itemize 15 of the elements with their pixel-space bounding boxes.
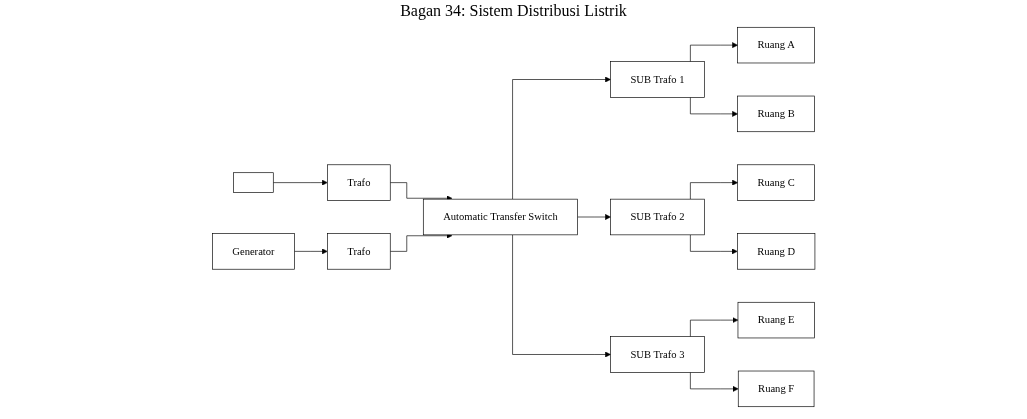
- node-box: Trafo: [326, 164, 391, 201]
- node-box: SUB Trafo 1: [610, 61, 705, 98]
- node-box: Ruang A: [737, 26, 815, 64]
- node-box: SUB Trafo 3: [610, 336, 705, 373]
- node-box: Ruang E: [737, 301, 815, 339]
- node-box: Automatic Transfer Switch: [422, 198, 578, 236]
- diagram-title: Bagan 34: Sistem Distribusi Listrik: [399, 2, 628, 20]
- node-box: Ruang F: [737, 370, 815, 408]
- node-box: [233, 172, 274, 193]
- node-box: Ruang D: [736, 233, 816, 270]
- node-box: Trafo: [326, 233, 391, 270]
- node-box: SUB Trafo 2: [610, 198, 705, 236]
- node-box: Ruang B: [737, 95, 815, 133]
- node-box: Ruang C: [737, 164, 815, 201]
- node-box: Generator: [211, 233, 295, 270]
